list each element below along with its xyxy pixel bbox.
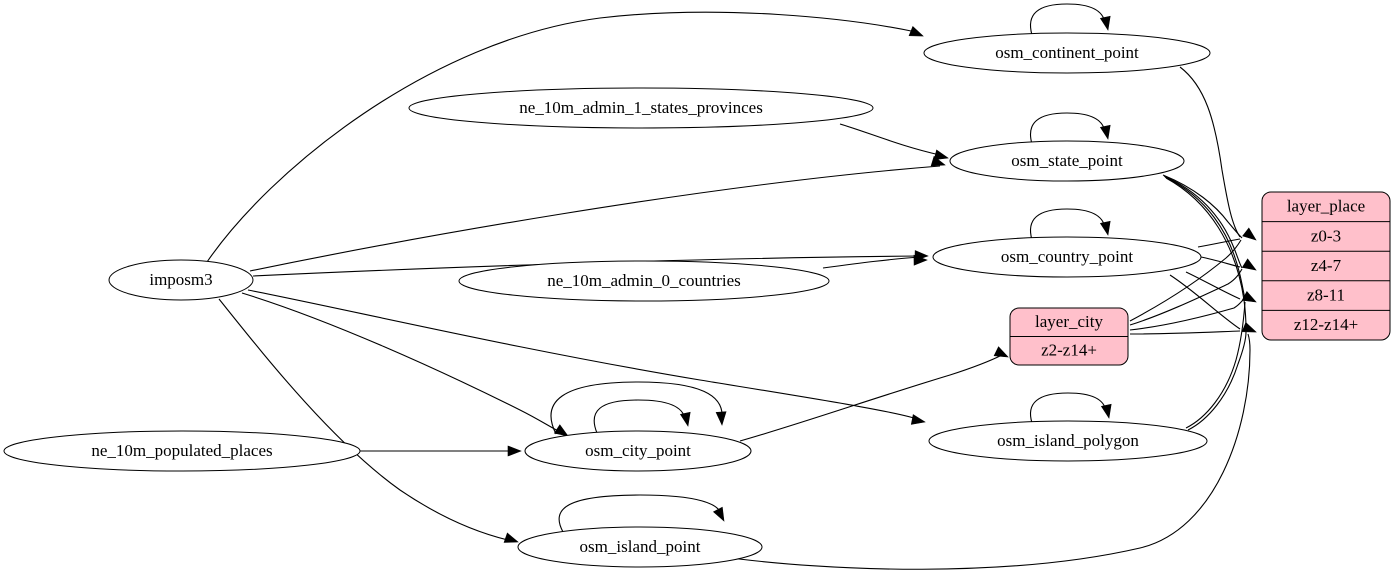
arrow-heads-layer	[503, 15, 1257, 543]
edge-osm_island_polygon-to-layer_place_row4	[1187, 331, 1247, 431]
arrow-head	[908, 25, 924, 37]
edge-layer_city-to-layer_place_row4	[1129, 330, 1241, 335]
edge-layer_city-to-layer_place_row1	[1129, 239, 1242, 322]
edge-osm_continent_point-to-layer_place_row1	[1179, 66, 1241, 238]
edge-ne_10m_admin_0_countries-to-osm_country_point	[822, 256, 922, 269]
node-shape	[458, 260, 830, 302]
arrow-head	[933, 149, 949, 161]
node-shape	[928, 420, 1208, 462]
node-osm_island_polygon[interactable]: osm_island_polygon	[928, 420, 1208, 462]
edge-osm_country_point-to-osm_country_point	[1030, 208, 1106, 241]
node-shape	[108, 259, 254, 301]
edge-osm_state_point-to-layer_place_row4	[1165, 177, 1247, 330]
edge-osm_state_point-to-layer_place_row3	[1164, 176, 1246, 300]
edge-osm_island_polygon-to-osm_island_polygon	[1030, 392, 1107, 424]
arrow-head	[712, 506, 725, 522]
arrow-head	[913, 254, 928, 266]
node-shape	[949, 140, 1185, 182]
node-shape	[524, 430, 752, 472]
node-osm_city_point[interactable]: osm_city_point	[524, 430, 752, 472]
edge-ne_10m_admin_1_states_provinces-to-osm_state_point	[839, 123, 941, 156]
edge-osm_city_point-to-layer_city	[739, 354, 1003, 442]
edge-osm_country_point-to-layer_place_row4	[1169, 274, 1241, 330]
edge-osm_island_point-to-osm_island_point	[558, 494, 722, 533]
edge-osm_continent_point-to-osm_continent_point	[1030, 3, 1106, 36]
arrow-head	[1099, 220, 1111, 236]
edges-layer	[206, 3, 1251, 570]
arrow-head	[715, 411, 727, 426]
arrow-head	[1100, 403, 1112, 419]
edge-osm_city_point-to-osm_city_point	[593, 399, 686, 434]
node-ne_10m_populated_places[interactable]: ne_10m_populated_places	[3, 430, 361, 472]
arrow-head	[1099, 124, 1111, 140]
arrow-head	[993, 346, 1009, 358]
edge-osm_country_point-to-layer_place_row1	[1197, 238, 1241, 248]
node-ne_10m_admin_1_states_provinces[interactable]: ne_10m_admin_1_states_provinces	[408, 87, 874, 129]
edge-osm_island_point-to-layer_place_row4	[715, 333, 1251, 570]
edge-layer_city-to-layer_place_row2	[1129, 268, 1243, 326]
node-ne_10m_admin_0_countries[interactable]: ne_10m_admin_0_countries	[458, 260, 830, 302]
edge-osm_country_point-to-layer_place_row3	[1185, 271, 1241, 300]
node-shape	[3, 430, 361, 472]
record-box	[1261, 191, 1391, 341]
node-osm_country_point[interactable]: osm_country_point	[932, 236, 1202, 278]
edge-imposm3-to-osm_state_point	[249, 165, 941, 272]
node-shape	[932, 236, 1202, 278]
arrow-head	[679, 411, 691, 427]
edge-imposm3-to-osm_island_polygon	[247, 289, 921, 421]
edge-imposm3-to-osm_island_point	[218, 298, 513, 542]
arrow-head	[1241, 321, 1257, 333]
edge-osm_city_point-to-osm_city_point	[550, 381, 723, 435]
node-shape	[517, 526, 763, 568]
arrow-head	[507, 445, 522, 457]
arrow-head	[1241, 290, 1257, 303]
node-osm_state_point[interactable]: osm_state_point	[949, 140, 1185, 182]
arrow-head	[910, 414, 926, 425]
edge-osm_state_point-to-osm_state_point	[1030, 112, 1106, 145]
edge-osm_state_point-to-layer_place_row2	[1163, 175, 1243, 269]
node-shape	[408, 87, 874, 129]
arrow-head	[1099, 15, 1111, 31]
edge-osm_island_polygon-to-layer_place_row3	[1185, 301, 1246, 429]
node-shape	[923, 32, 1211, 74]
node-osm_island_point[interactable]: osm_island_point	[517, 526, 763, 568]
arrow-head	[1242, 227, 1257, 241]
node-imposm3[interactable]: imposm3	[108, 259, 254, 301]
edge-osm_state_point-to-layer_place_row1	[1162, 174, 1243, 239]
arrow-head	[1241, 258, 1257, 271]
arrow-head	[553, 424, 569, 437]
arrow-head	[503, 532, 519, 543]
edge-imposm3-to-osm_city_point	[241, 292, 563, 434]
node-osm_continent_point[interactable]: osm_continent_point	[923, 32, 1211, 74]
edge-layer_city-to-layer_place_row3	[1129, 299, 1244, 331]
nodes-layer: imposm3 ne_10m_admin_1_states_provincesne…	[3, 32, 1211, 568]
edge-imposm3-to-osm_continent_point	[206, 11, 917, 263]
